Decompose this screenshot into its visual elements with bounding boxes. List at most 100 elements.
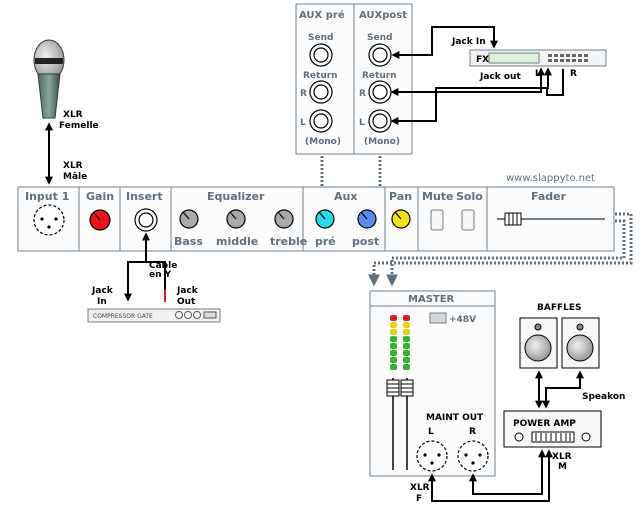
eq-treble-label: treble — [270, 235, 307, 248]
main-out-r-socket[interactable] — [457, 440, 489, 472]
mic-xlr-female-1: XLR — [63, 110, 83, 120]
power-amp: POWER AMP — [503, 410, 602, 448]
equalizer-label: Equalizer — [207, 190, 265, 203]
xlr-f-2: F — [416, 494, 422, 504]
aux-post-l-label: L — [359, 118, 365, 128]
aux-pre-knob-label: pré — [315, 235, 336, 248]
aux-send-return-panel: AUX pré AUXpost Send Send Return Return … — [295, 3, 413, 155]
fader-label: Fader — [531, 190, 567, 203]
speaker-right — [561, 317, 600, 369]
master-fader-right[interactable] — [400, 379, 414, 397]
jack-in-1: Jack — [91, 286, 114, 296]
aux-pre-title: AUX pré — [299, 9, 345, 21]
eq-middle-knob[interactable] — [226, 209, 246, 229]
eq-middle-label: middle — [216, 235, 258, 248]
gain-label: Gain — [86, 190, 114, 203]
aux-post-mono-label: (Mono) — [364, 137, 400, 147]
aux-pre-return-label: Return — [303, 71, 338, 81]
speakon-cable-right — [542, 370, 584, 409]
jack-in-2: In — [97, 297, 107, 307]
aux-post-title: AUXpost — [359, 10, 407, 21]
aux-pre-return-l-jack[interactable] — [309, 109, 333, 133]
insert-label: Insert — [126, 190, 163, 203]
main-out-label: MAINT OUT — [426, 413, 484, 423]
xlr-m-1: XLR — [552, 452, 572, 462]
mic-xlr-male-1: XLR — [63, 161, 83, 171]
fx-jack-in-label: Jack In — [451, 37, 486, 47]
aux-post-return-label: Return — [362, 71, 397, 81]
y-split-cable — [124, 261, 166, 302]
fx-label: FX — [476, 55, 489, 65]
insert-jack[interactable] — [134, 208, 158, 232]
fader-knob[interactable] — [504, 212, 522, 226]
fx-jack-out-label: Jack out — [479, 72, 521, 82]
mute-label: Mute — [422, 190, 454, 203]
mute-button[interactable] — [430, 209, 444, 231]
aux-label: Aux — [334, 190, 357, 203]
aux-pre-return-r-jack[interactable] — [309, 80, 333, 104]
aux-pre-send-label: Send — [308, 33, 333, 43]
xlr-m-2: M — [558, 462, 567, 472]
jack-out-2: Out — [177, 297, 196, 307]
aux-pre-mono-label: (Mono) — [305, 137, 341, 147]
fx-out-r-label: R — [570, 69, 577, 79]
fx-buttons — [548, 54, 588, 62]
main-out-l-label: L — [428, 427, 434, 437]
aux-post-send-jack[interactable] — [368, 43, 392, 67]
master-section: MASTER +48V MAINT OUT L R — [369, 290, 496, 477]
baffles-label: BAFFLES — [537, 303, 582, 313]
main-out-r-cable — [469, 449, 546, 495]
site-url: www.slappyto.net — [506, 173, 595, 184]
eq-bass-knob[interactable] — [179, 209, 199, 229]
aux-post-return-r-jack[interactable] — [368, 80, 392, 104]
aux-post-knob[interactable] — [357, 209, 377, 229]
main-out-r-label: R — [469, 427, 476, 437]
solo-button[interactable] — [461, 209, 475, 231]
main-out-l-cable — [428, 449, 553, 502]
fx-display — [488, 52, 540, 64]
cable-y-1: Câble — [149, 261, 177, 271]
eq-treble-knob[interactable] — [274, 209, 294, 229]
aux-pre-knob[interactable] — [315, 209, 335, 229]
vu-meter-right — [403, 315, 410, 370]
microphone — [33, 39, 65, 119]
fx-unit: FX Jack In Jack out L R — [451, 37, 607, 82]
mic-xlr-male-2: Mâle — [63, 172, 87, 182]
aux-pre-l-label: L — [300, 118, 306, 128]
aux-post-knob-label: post — [352, 235, 379, 248]
pan-knob[interactable] — [391, 209, 411, 229]
pan-label: Pan — [389, 190, 412, 203]
compressor-gate-unit: COMPRESSOR GATE — [87, 308, 221, 323]
aux-pre-send-jack[interactable] — [309, 43, 333, 67]
fx-return-l-cable — [390, 67, 552, 125]
phantom-label: +48V — [449, 315, 476, 325]
aux-pre-r-label: R — [300, 89, 307, 99]
fader-to-master-link-b — [386, 219, 626, 287]
input-label: Input 1 — [25, 190, 69, 203]
speakon-label: Speakon — [582, 392, 625, 402]
jack-out-1: Jack — [176, 286, 199, 296]
power-amp-label: POWER AMP — [513, 419, 576, 429]
speaker-left — [519, 317, 558, 369]
master-title: MASTER — [408, 294, 455, 305]
fx-out-r-link — [546, 69, 564, 96]
main-out-l-socket[interactable] — [416, 440, 448, 472]
vu-meter-left — [390, 315, 397, 370]
xlr-input-socket[interactable] — [33, 204, 65, 236]
cable-y-2: en Y — [149, 270, 172, 280]
eq-bass-label: Bass — [174, 235, 203, 248]
fader-to-master-link-a — [368, 212, 633, 287]
mic-handle — [37, 73, 61, 119]
channel-strip: Input 1 Gain Insert Equalizer Bass middl… — [17, 186, 615, 252]
compressor-label: COMPRESSOR GATE — [93, 313, 153, 320]
mic-xlr-female-2: Femelle — [59, 121, 99, 131]
phantom-power-switch[interactable] — [429, 312, 447, 324]
aux-post-send-label: Send — [367, 33, 392, 43]
master-fader-left[interactable] — [386, 379, 400, 397]
fx-send-cable — [391, 26, 498, 59]
xlr-f-1: XLR — [410, 483, 430, 493]
aux-post-return-l-jack[interactable] — [368, 109, 392, 133]
solo-label: Solo — [456, 190, 483, 203]
mic-band — [35, 58, 63, 64]
